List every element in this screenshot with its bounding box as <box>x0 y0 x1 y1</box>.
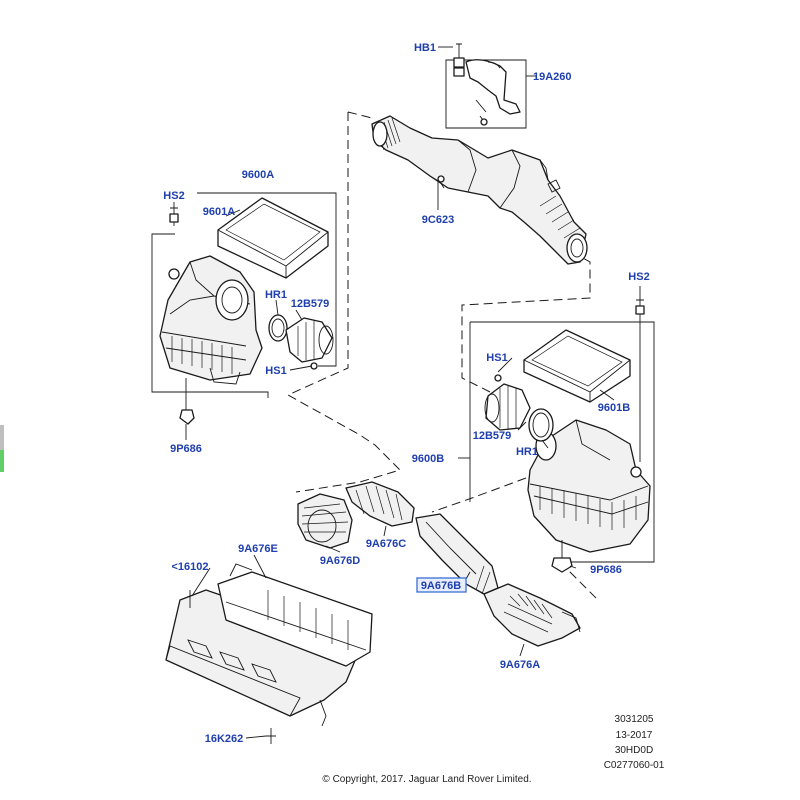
window-edge-strip <box>0 425 4 465</box>
label-16k262[interactable]: 16K262 <box>205 733 244 745</box>
footer-copyright: © Copyright, 2017. Jaguar Land Rover Lim… <box>322 774 531 785</box>
label-hr1-right[interactable]: HR1 <box>516 446 538 458</box>
label-hb1[interactable]: HB1 <box>414 42 436 54</box>
footer-code: C0277060-01 <box>604 760 665 771</box>
selected-part-highlight <box>416 577 467 593</box>
part-labels: HB1 19A260 9C623 9600A 9601A HS2 HR1 12B… <box>163 42 649 745</box>
air-filter-9601b <box>523 329 631 403</box>
label-hs1-left[interactable]: HS1 <box>265 365 286 377</box>
label-hs2-right[interactable]: HS2 <box>628 271 649 283</box>
label-9601b[interactable]: 9601B <box>598 402 630 414</box>
label-9a676c[interactable]: 9A676C <box>366 538 406 550</box>
label-9p686-right[interactable]: 9P686 <box>590 564 622 576</box>
label-16102[interactable]: <16102 <box>171 561 208 573</box>
fasteners-left <box>169 207 334 425</box>
intake-duct-9c623 <box>371 115 588 265</box>
air-filter-9601a <box>217 197 329 279</box>
duct-9a676a <box>483 583 581 647</box>
footer-model: 30HD0D <box>615 745 653 756</box>
label-9c623[interactable]: 9C623 <box>422 214 454 226</box>
bracket-19a260 <box>453 43 521 126</box>
bracket-frames <box>151 59 655 563</box>
footer-ref: 3031205 <box>615 714 654 725</box>
duct-9a676d <box>297 493 353 549</box>
label-9601a[interactable]: 9601A <box>203 206 235 218</box>
label-12b579-right[interactable]: 12B579 <box>473 430 512 442</box>
diagram-footer: 3031205 13-2017 30HD0D C0277060-01 © Cop… <box>322 714 664 785</box>
label-9a676b[interactable]: 9A676B <box>421 580 461 592</box>
duct-9a676c <box>345 481 415 527</box>
label-hs1-right[interactable]: HS1 <box>486 352 507 364</box>
window-edge-accent <box>0 450 4 472</box>
footer-date: 13-2017 <box>616 730 653 741</box>
airbox-9600b <box>484 299 651 573</box>
label-hs2-left[interactable]: HS2 <box>163 190 184 202</box>
leader-lines <box>173 46 641 739</box>
label-9a676a[interactable]: 9A676A <box>500 659 540 671</box>
label-9600b[interactable]: 9600B <box>412 453 444 465</box>
airbox-9600a <box>159 255 263 385</box>
radiator-cover-16102 <box>165 563 373 744</box>
label-hr1-left[interactable]: HR1 <box>265 289 287 301</box>
label-9600a[interactable]: 9600A <box>242 169 274 181</box>
label-19a260[interactable]: 19A260 <box>533 71 572 83</box>
label-9a676e[interactable]: 9A676E <box>238 543 278 555</box>
label-12b579-left[interactable]: 12B579 <box>291 298 330 310</box>
label-9a676d[interactable]: 9A676D <box>320 555 360 567</box>
label-9p686-left[interactable]: 9P686 <box>170 443 202 455</box>
